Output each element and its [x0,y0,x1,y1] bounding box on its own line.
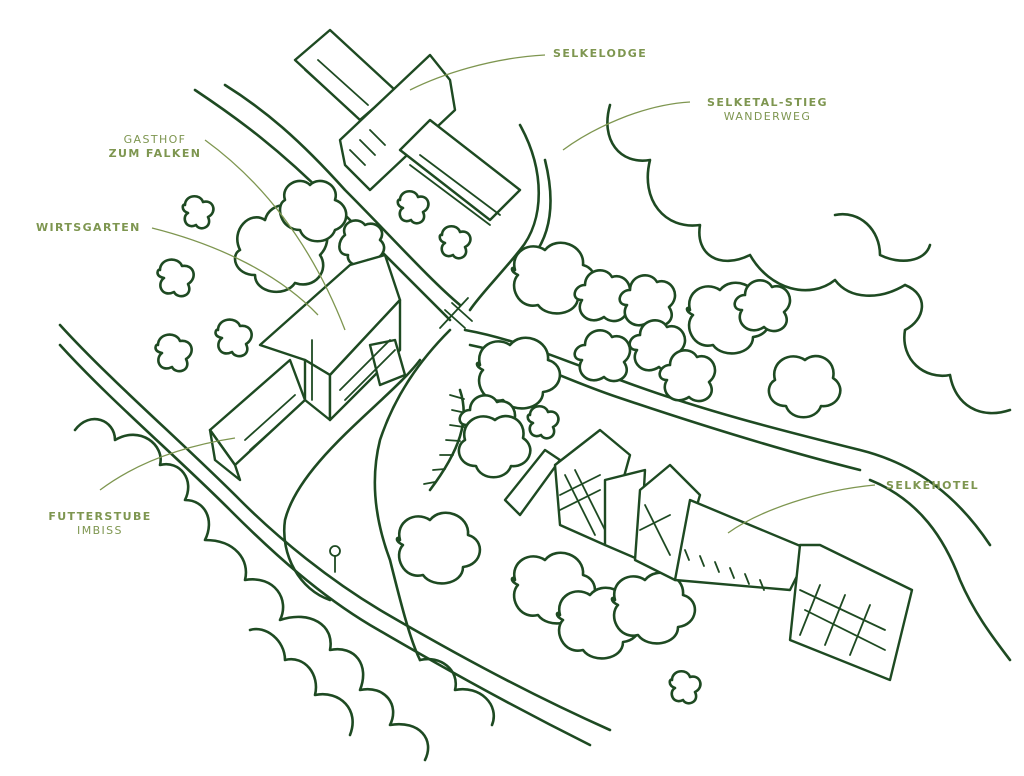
tree [668,670,702,705]
signpost-icon [329,545,341,573]
leader-lines [99,54,876,534]
tree [610,571,697,645]
loop-path-inner [282,358,422,602]
bridge [439,297,473,329]
tree [733,279,792,333]
label-gasthof[interactable]: GASTHOF ZUM FALKEN [95,133,215,161]
tree [154,333,193,373]
leader-gasthof [204,139,346,331]
leader-selkehotel [727,484,876,534]
leader-selkelodge [409,54,546,91]
tree [475,336,562,410]
label-futterstube[interactable]: FUTTERSTUBE IMBISS [40,510,160,538]
loop-path-outer [373,328,452,662]
tree [396,190,430,225]
label-selkehotel[interactable]: SELKEHOTEL [886,479,979,493]
tree [438,225,472,260]
tree [214,318,253,358]
left-road-outer [58,323,612,732]
tree [156,258,195,298]
gasthof-building [208,253,407,482]
tree [658,349,717,403]
label-wirtsgarten-text: WIRTSGARTEN [36,221,141,234]
tree [457,414,532,479]
label-selketal-stieg-title: SELKETAL-STIEG [707,96,828,109]
selkelodge-building [293,28,522,226]
forest-edge-southwest [73,417,430,762]
label-selkelodge[interactable]: SELKELODGE [553,47,647,61]
tree [338,219,386,267]
tree [573,269,632,323]
tree [573,329,632,383]
label-selketal-stieg[interactable]: SELKETAL-STIEG WANDERWEG [700,96,835,124]
tree [395,511,482,585]
leader-wirtsgarten [151,227,319,316]
label-gasthof-line2: ZUM FALKEN [108,147,202,160]
label-selkelodge-text: SELKELODGE [553,47,648,60]
forest-edge-east [606,103,1012,415]
leader-futterstube [99,437,236,491]
label-gasthof-line1: GASTHOF [123,133,187,146]
label-selkehotel-text: SELKEHOTEL [886,479,980,492]
trees [154,179,842,705]
label-futterstube-title: FUTTERSTUBE [48,510,152,523]
north-road-b [223,83,462,307]
selkehotel-building [503,428,914,682]
forest-edge-south [248,627,495,737]
tree [181,195,215,230]
river-bank [868,478,1012,662]
leader-selketal-stieg [562,101,691,151]
east-road-a [468,123,541,312]
label-wirtsgarten[interactable]: WIRTSGARTEN [36,221,141,235]
east-road-b [528,158,552,262]
forest-edges [73,103,1012,762]
tree [526,405,560,440]
label-selketal-stieg-sub: WANDERWEG [723,110,812,123]
label-futterstube-sub: IMBISS [77,524,123,537]
tree [278,179,348,243]
parking-arc [428,388,466,492]
tree [767,354,842,419]
parking-stripes [423,394,467,485]
tree [618,274,677,328]
